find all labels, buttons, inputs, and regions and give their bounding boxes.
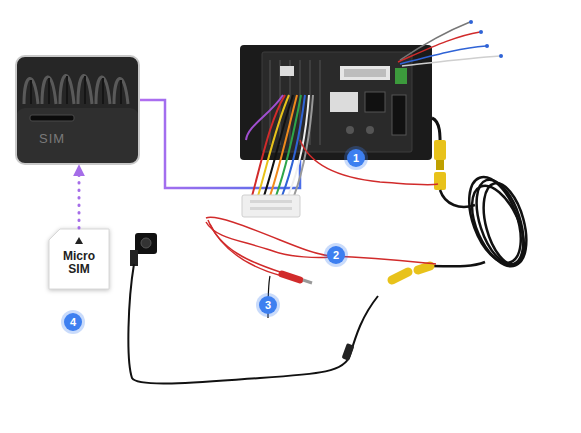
rear-camera xyxy=(130,233,157,266)
insert-arrow xyxy=(78,169,81,228)
rca-plug xyxy=(392,272,408,280)
extension-cable xyxy=(432,170,535,274)
rca-plug xyxy=(434,140,446,160)
rca-plug xyxy=(282,274,300,280)
slot-closeup-box: SIM xyxy=(15,55,140,165)
orientation-mark xyxy=(75,237,83,244)
trigger-wire xyxy=(300,140,438,185)
slot-closeup xyxy=(16,56,139,164)
power-wires xyxy=(398,22,500,66)
callout-number: 3 xyxy=(259,296,277,314)
slot-label: SIM xyxy=(39,131,65,146)
rca-plug xyxy=(418,266,430,270)
head-unit xyxy=(240,45,432,160)
sim-card: Micro SIM xyxy=(48,228,110,290)
callout-number: 4 xyxy=(64,313,82,331)
callout-number: 2 xyxy=(327,246,345,264)
callout-number: 1 xyxy=(347,149,365,167)
power-lead xyxy=(206,217,436,276)
harness-plug xyxy=(242,195,300,217)
rca-plug xyxy=(434,172,446,190)
camera-cable xyxy=(128,264,378,383)
card-label: Micro SIM xyxy=(56,250,102,276)
